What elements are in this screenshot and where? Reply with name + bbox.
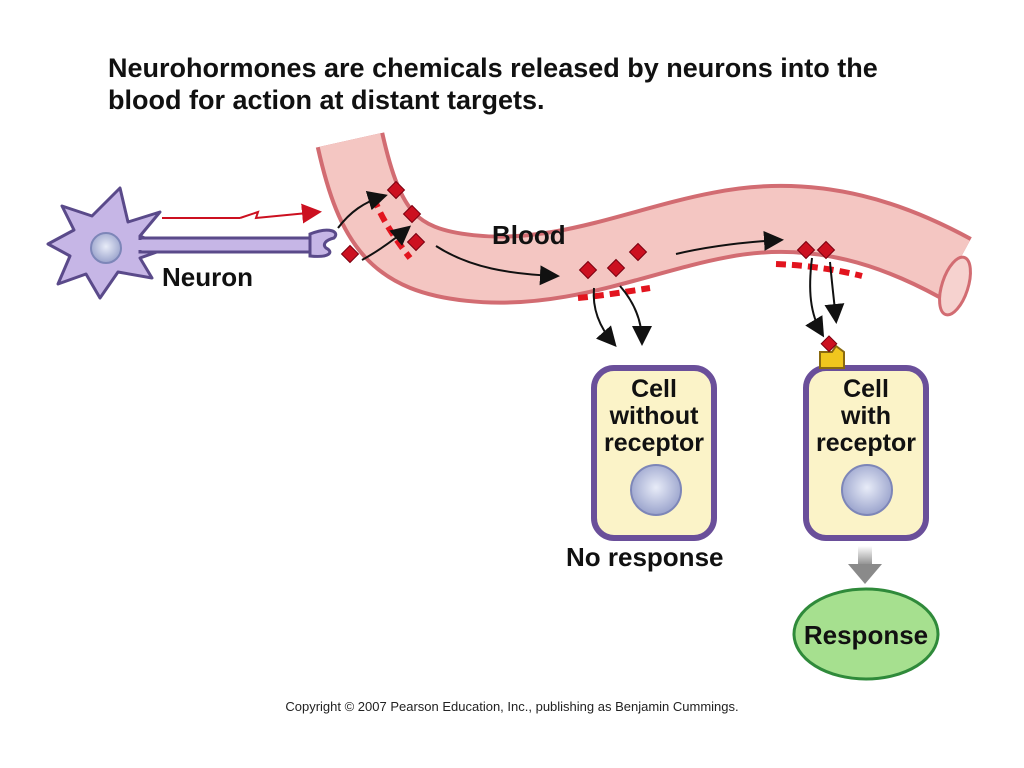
hormone-molecule	[796, 240, 816, 260]
cell-without-receptor	[591, 365, 717, 541]
cell-without-receptor-label: Cell without receptor	[594, 376, 714, 457]
neuron	[46, 186, 338, 300]
hormone-molecule	[402, 204, 422, 224]
flow-arrows	[435, 230, 784, 286]
blood-vessel	[315, 132, 972, 317]
release-arrows	[337, 191, 412, 261]
cell-with-receptor-label: Cell with receptor	[806, 376, 926, 457]
hormone-molecule	[406, 232, 426, 252]
cell-label-line: Cell	[631, 375, 677, 403]
response-label: Response	[803, 620, 929, 650]
heading-text-line1: are chemicals released by neurons into t…	[316, 53, 878, 83]
response-oval	[792, 587, 940, 681]
signal-arrows	[162, 203, 322, 224]
hormone-molecule	[816, 240, 836, 260]
cell-label-line: receptor	[815, 429, 917, 457]
cell-label-line: receptor	[603, 429, 705, 457]
response-arrow	[848, 546, 882, 584]
heading-term: Neurohormones	[108, 53, 317, 83]
receptor	[819, 344, 845, 369]
no-response-label: No response	[566, 542, 724, 572]
copyright: Copyright © 2007 Pearson Education, Inc.…	[285, 699, 739, 714]
bound-hormone	[820, 335, 838, 353]
cell-label-line: without	[609, 402, 699, 430]
heading-text-line2: blood for action at distant targets.	[108, 85, 545, 115]
neuron-nucleus	[90, 232, 122, 264]
cell-label-line: Cell	[843, 375, 889, 403]
cell-with-receptor	[803, 335, 929, 541]
neuron-label: Neuron	[162, 262, 253, 292]
hormone-molecule	[578, 260, 598, 280]
diffusion-arrows	[592, 257, 845, 348]
blood-label: Blood	[492, 220, 566, 250]
heading: Neurohormones are chemicals released by …	[108, 52, 988, 116]
hormone-molecules	[340, 180, 836, 280]
cell-nucleus	[630, 464, 682, 516]
vessel-opening	[938, 255, 972, 317]
hormone-molecule	[340, 244, 360, 264]
cell-nucleus	[841, 464, 893, 516]
cell-label-line: with	[841, 402, 891, 430]
hormone-molecule	[386, 180, 406, 200]
hormone-molecule	[606, 258, 626, 278]
hormone-molecule	[628, 242, 648, 262]
